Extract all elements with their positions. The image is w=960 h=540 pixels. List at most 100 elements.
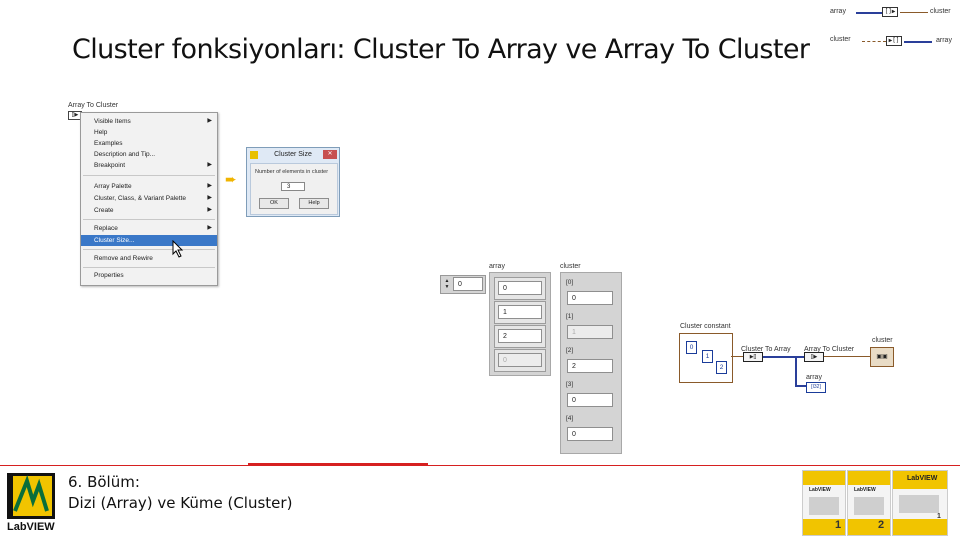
cluster-constant[interactable]: 0 1 2 bbox=[679, 333, 733, 383]
submenu-arrow-icon: ▶ bbox=[207, 195, 212, 201]
menu-item-examples[interactable]: Examples bbox=[94, 140, 123, 147]
dialog-title: Cluster Size bbox=[274, 151, 312, 158]
array-indicator: 0 1 2 0 bbox=[489, 272, 551, 376]
accent-bar bbox=[248, 463, 428, 466]
legend-array-left: array bbox=[830, 8, 846, 15]
cluster-to-array-label: Cluster To Array bbox=[741, 346, 791, 353]
arrow-right-icon: ➨ bbox=[225, 171, 237, 187]
dialog-prompt: Number of elements in cluster bbox=[255, 169, 329, 175]
menu-item-help[interactable]: Help bbox=[94, 129, 108, 136]
array-element: 0 bbox=[494, 349, 546, 372]
array-element-value[interactable]: 1 bbox=[498, 305, 542, 319]
legend-cluster-left: cluster bbox=[830, 36, 851, 43]
menu-separator bbox=[83, 267, 215, 268]
cluster-out-label: cluster bbox=[872, 337, 893, 344]
array-indicator-terminal[interactable]: [I32] bbox=[806, 382, 826, 393]
cluster-item-value[interactable]: 1 bbox=[567, 325, 613, 339]
menu-item-cluster-palette[interactable]: Cluster, Class, & Variant Palette▶ bbox=[94, 195, 212, 202]
legend-array-right: array bbox=[936, 37, 952, 44]
cluster-item-index: [0] bbox=[566, 279, 574, 286]
array-element: 2 bbox=[494, 325, 546, 348]
cluster-size-input[interactable]: 3 bbox=[281, 182, 305, 191]
cluster-indicator-terminal[interactable]: ▣▣ bbox=[870, 347, 894, 367]
menu-item-create[interactable]: Create▶ bbox=[94, 207, 212, 214]
cluster-item-value[interactable]: 2 bbox=[567, 359, 613, 373]
cluster-item-value[interactable]: 0 bbox=[567, 427, 613, 441]
array-element-value[interactable]: 0 bbox=[498, 353, 542, 367]
array-wire bbox=[763, 356, 805, 358]
array-element-value[interactable]: 0 bbox=[498, 281, 542, 295]
menu-item-remove-rewire[interactable]: Remove and Rewire bbox=[94, 255, 153, 262]
book-label: LabVIEW bbox=[854, 487, 876, 493]
submenu-arrow-icon: ▶ bbox=[207, 225, 212, 231]
menu-item-description[interactable]: Description and Tip... bbox=[94, 151, 156, 158]
book-number: 2 bbox=[878, 519, 885, 531]
cluster-wire bbox=[824, 356, 870, 357]
cluster-wire bbox=[731, 356, 743, 357]
array-index-control[interactable]: ▲▼ 0 bbox=[440, 275, 486, 294]
menu-item-array-palette[interactable]: Array Palette▶ bbox=[94, 183, 212, 190]
chapter-title: Dizi (Array) ve Küme (Cluster) bbox=[68, 494, 293, 512]
cluster-label: cluster bbox=[560, 263, 581, 270]
menu-item-breakpoint[interactable]: Breakpoint▶ bbox=[94, 162, 212, 169]
cluster-size-dialog: Cluster Size ✕ Number of elements in clu… bbox=[246, 147, 340, 217]
menu-item-properties[interactable]: Properties bbox=[94, 272, 124, 279]
labview-icon bbox=[250, 151, 258, 159]
legend-cluster-right: cluster bbox=[930, 8, 951, 15]
slide-title: Cluster fonksiyonları: Cluster To Array … bbox=[72, 34, 810, 65]
menu-separator bbox=[83, 175, 215, 176]
menu-separator bbox=[83, 219, 215, 220]
increment-decrement-icon[interactable]: ▲▼ bbox=[444, 278, 450, 290]
book-cover: LabVIEW 2 bbox=[847, 470, 891, 536]
numeric-constant[interactable]: 1 bbox=[702, 350, 713, 363]
cluster-item-index: [4] bbox=[566, 415, 574, 422]
cluster-to-array-node[interactable]: ▶[] bbox=[743, 352, 763, 362]
array-to-cluster-label: Array To Cluster bbox=[804, 346, 855, 353]
menu-separator bbox=[83, 249, 215, 250]
submenu-arrow-icon: ▶ bbox=[207, 207, 212, 213]
footer-divider bbox=[0, 465, 960, 466]
footer-text: 6. Bölüm: Dizi (Array) ve Küme (Cluster) bbox=[68, 472, 292, 514]
cluster-item-index: [3] bbox=[566, 381, 574, 388]
mouse-cursor-icon bbox=[172, 240, 184, 258]
submenu-arrow-icon: ▶ bbox=[207, 118, 212, 124]
book-cover: LabVIEW 1 bbox=[892, 470, 948, 536]
cluster-item-index: [1] bbox=[566, 313, 574, 320]
cluster-indicator: [0] 0 [1] 1 [2] 2 [3] 0 [4] 0 bbox=[560, 272, 622, 454]
book-number: 1 bbox=[937, 513, 941, 520]
menu-item-cluster-size[interactable]: Cluster Size... bbox=[81, 235, 217, 246]
context-menu: Visible Items▶ Help Examples Description… bbox=[80, 112, 218, 286]
array-element-value[interactable]: 2 bbox=[498, 329, 542, 343]
array-index-value[interactable]: 0 bbox=[453, 277, 483, 291]
menu-owner-label: Array To Cluster bbox=[68, 102, 119, 109]
chapter-number: 6. Bölüm: bbox=[68, 473, 140, 491]
legend: array []▶ cluster cluster ▶[] array bbox=[820, 4, 960, 48]
book-label: LabVIEW bbox=[907, 475, 938, 482]
cluster-constant-label: Cluster constant bbox=[680, 323, 731, 330]
array-to-cluster-node[interactable]: []▶ bbox=[804, 352, 824, 362]
labview-logo: LabVIEW bbox=[5, 471, 57, 535]
array-wire bbox=[795, 356, 797, 386]
book-cover: LabVIEW 1 bbox=[802, 470, 846, 536]
numeric-constant[interactable]: 2 bbox=[716, 361, 727, 374]
cluster-item-value[interactable]: 0 bbox=[567, 393, 613, 407]
cluster-to-array-node-icon: ▶[] bbox=[886, 36, 902, 46]
array-wire bbox=[795, 385, 807, 387]
book-number: 1 bbox=[835, 519, 842, 531]
array-to-cluster-node-icon: []▶ bbox=[882, 7, 898, 17]
array-element: 0 bbox=[494, 277, 546, 300]
numeric-constant[interactable]: 0 bbox=[686, 341, 697, 354]
cluster-item-index: [2] bbox=[566, 347, 574, 354]
array-element: 1 bbox=[494, 301, 546, 324]
submenu-arrow-icon: ▶ bbox=[207, 162, 212, 168]
book-label: LabVIEW bbox=[809, 487, 831, 493]
menu-item-replace[interactable]: Replace▶ bbox=[94, 225, 212, 232]
menu-item-visible-items[interactable]: Visible Items▶ bbox=[94, 118, 212, 125]
array-label: array bbox=[489, 263, 505, 270]
ok-button[interactable]: OK bbox=[259, 198, 289, 209]
help-button[interactable]: Help bbox=[299, 198, 329, 209]
labview-logo-icon bbox=[7, 473, 55, 519]
cluster-item-value[interactable]: 0 bbox=[567, 291, 613, 305]
close-icon[interactable]: ✕ bbox=[323, 150, 337, 159]
array-out-label: array bbox=[806, 374, 822, 381]
